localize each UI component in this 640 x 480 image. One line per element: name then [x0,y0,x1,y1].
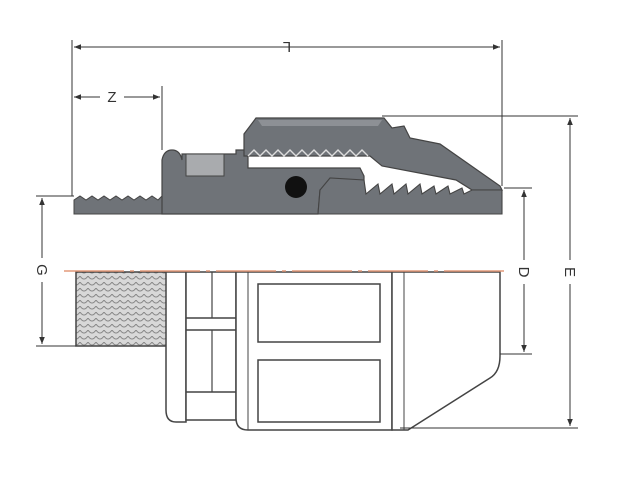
nut-flat-lower [257,359,381,423]
nut-section [243,117,503,191]
thread-section [73,193,171,215]
dimension-Z: Z [74,86,163,150]
dimension-G: G [33,195,76,347]
label-D: D [515,267,532,278]
nut [235,271,393,431]
section-view [73,117,503,271]
male-thread [75,271,169,347]
dimension-E: E [382,115,578,429]
label-G: G [33,264,50,276]
label-E: E [561,267,578,277]
nut-flat-upper [257,283,381,343]
label-Z: Z [107,89,116,106]
dimension-D: D [500,187,532,355]
body-collar [164,271,187,423]
body-window [185,153,225,177]
grip-cap [391,271,501,431]
grip-ring [317,177,503,215]
elevation-view [75,271,501,431]
label-L: L [283,38,291,55]
nut-thread [247,149,369,157]
dimension-L: L [71,38,503,196]
body-neck [185,271,237,421]
o-ring [285,176,307,198]
